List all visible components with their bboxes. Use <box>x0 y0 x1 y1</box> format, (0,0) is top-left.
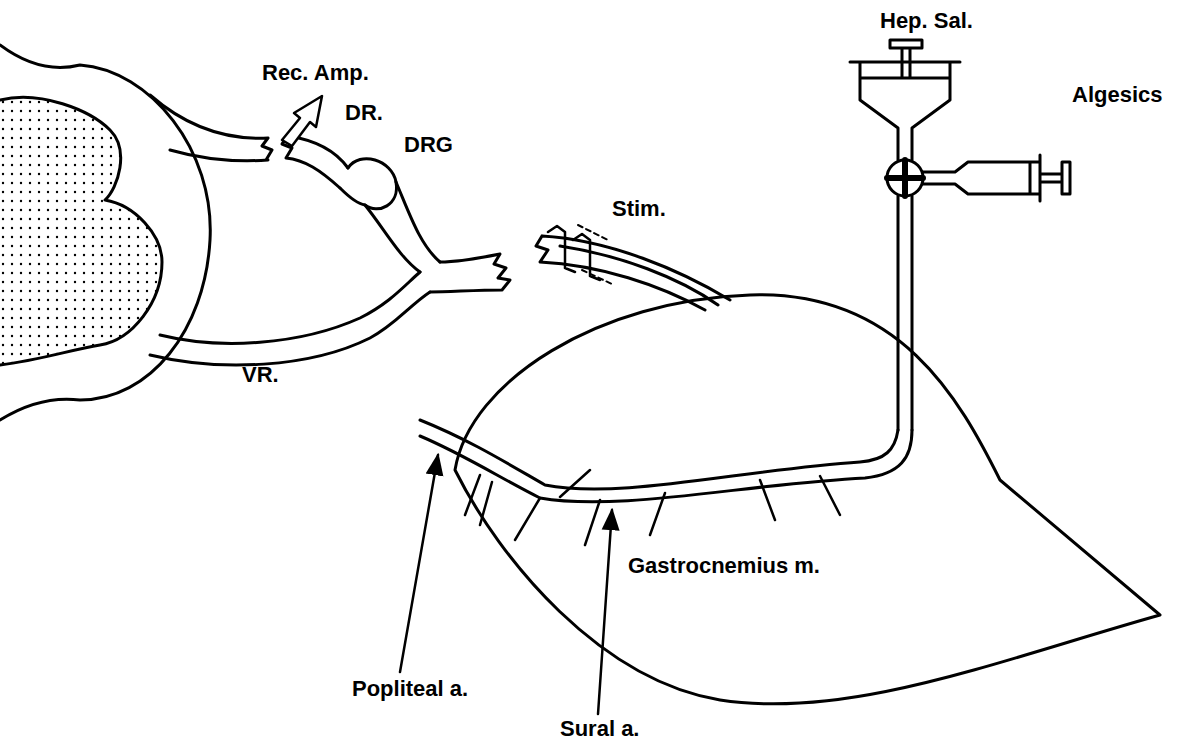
grey-matter <box>0 97 162 365</box>
leader-arrow <box>400 455 438 672</box>
part-label: Algesics <box>1072 82 1163 107</box>
dorsal-root <box>150 95 272 161</box>
stopcock <box>887 160 923 196</box>
part-label: Stim. <box>612 196 666 221</box>
stopcock <box>887 160 923 196</box>
part-label: Hep. Sal. <box>880 8 973 33</box>
part-label: DRG <box>404 132 453 157</box>
part-label: VR. <box>242 362 279 387</box>
part-label: Popliteal a. <box>352 676 468 701</box>
catheter <box>898 196 912 430</box>
part-label: Sural a. <box>560 716 639 741</box>
artery-branch <box>465 470 840 545</box>
syringe <box>850 40 960 160</box>
recording-arrow <box>282 96 322 146</box>
spinal-cord <box>0 45 210 420</box>
syringe <box>923 155 1070 201</box>
part-label: Rec. Amp. <box>262 60 369 85</box>
spinal-nerve <box>365 182 440 272</box>
ventral-root <box>150 272 430 365</box>
stim-electrode <box>578 225 612 284</box>
nerve-stump <box>430 254 510 292</box>
part-label: Gastrocnemius m. <box>628 553 820 578</box>
leader-arrow <box>598 510 612 714</box>
artery <box>420 420 912 502</box>
stim-electrode <box>548 226 600 280</box>
dorsal-root-ganglion <box>340 159 396 209</box>
part-label: DR. <box>345 100 383 125</box>
